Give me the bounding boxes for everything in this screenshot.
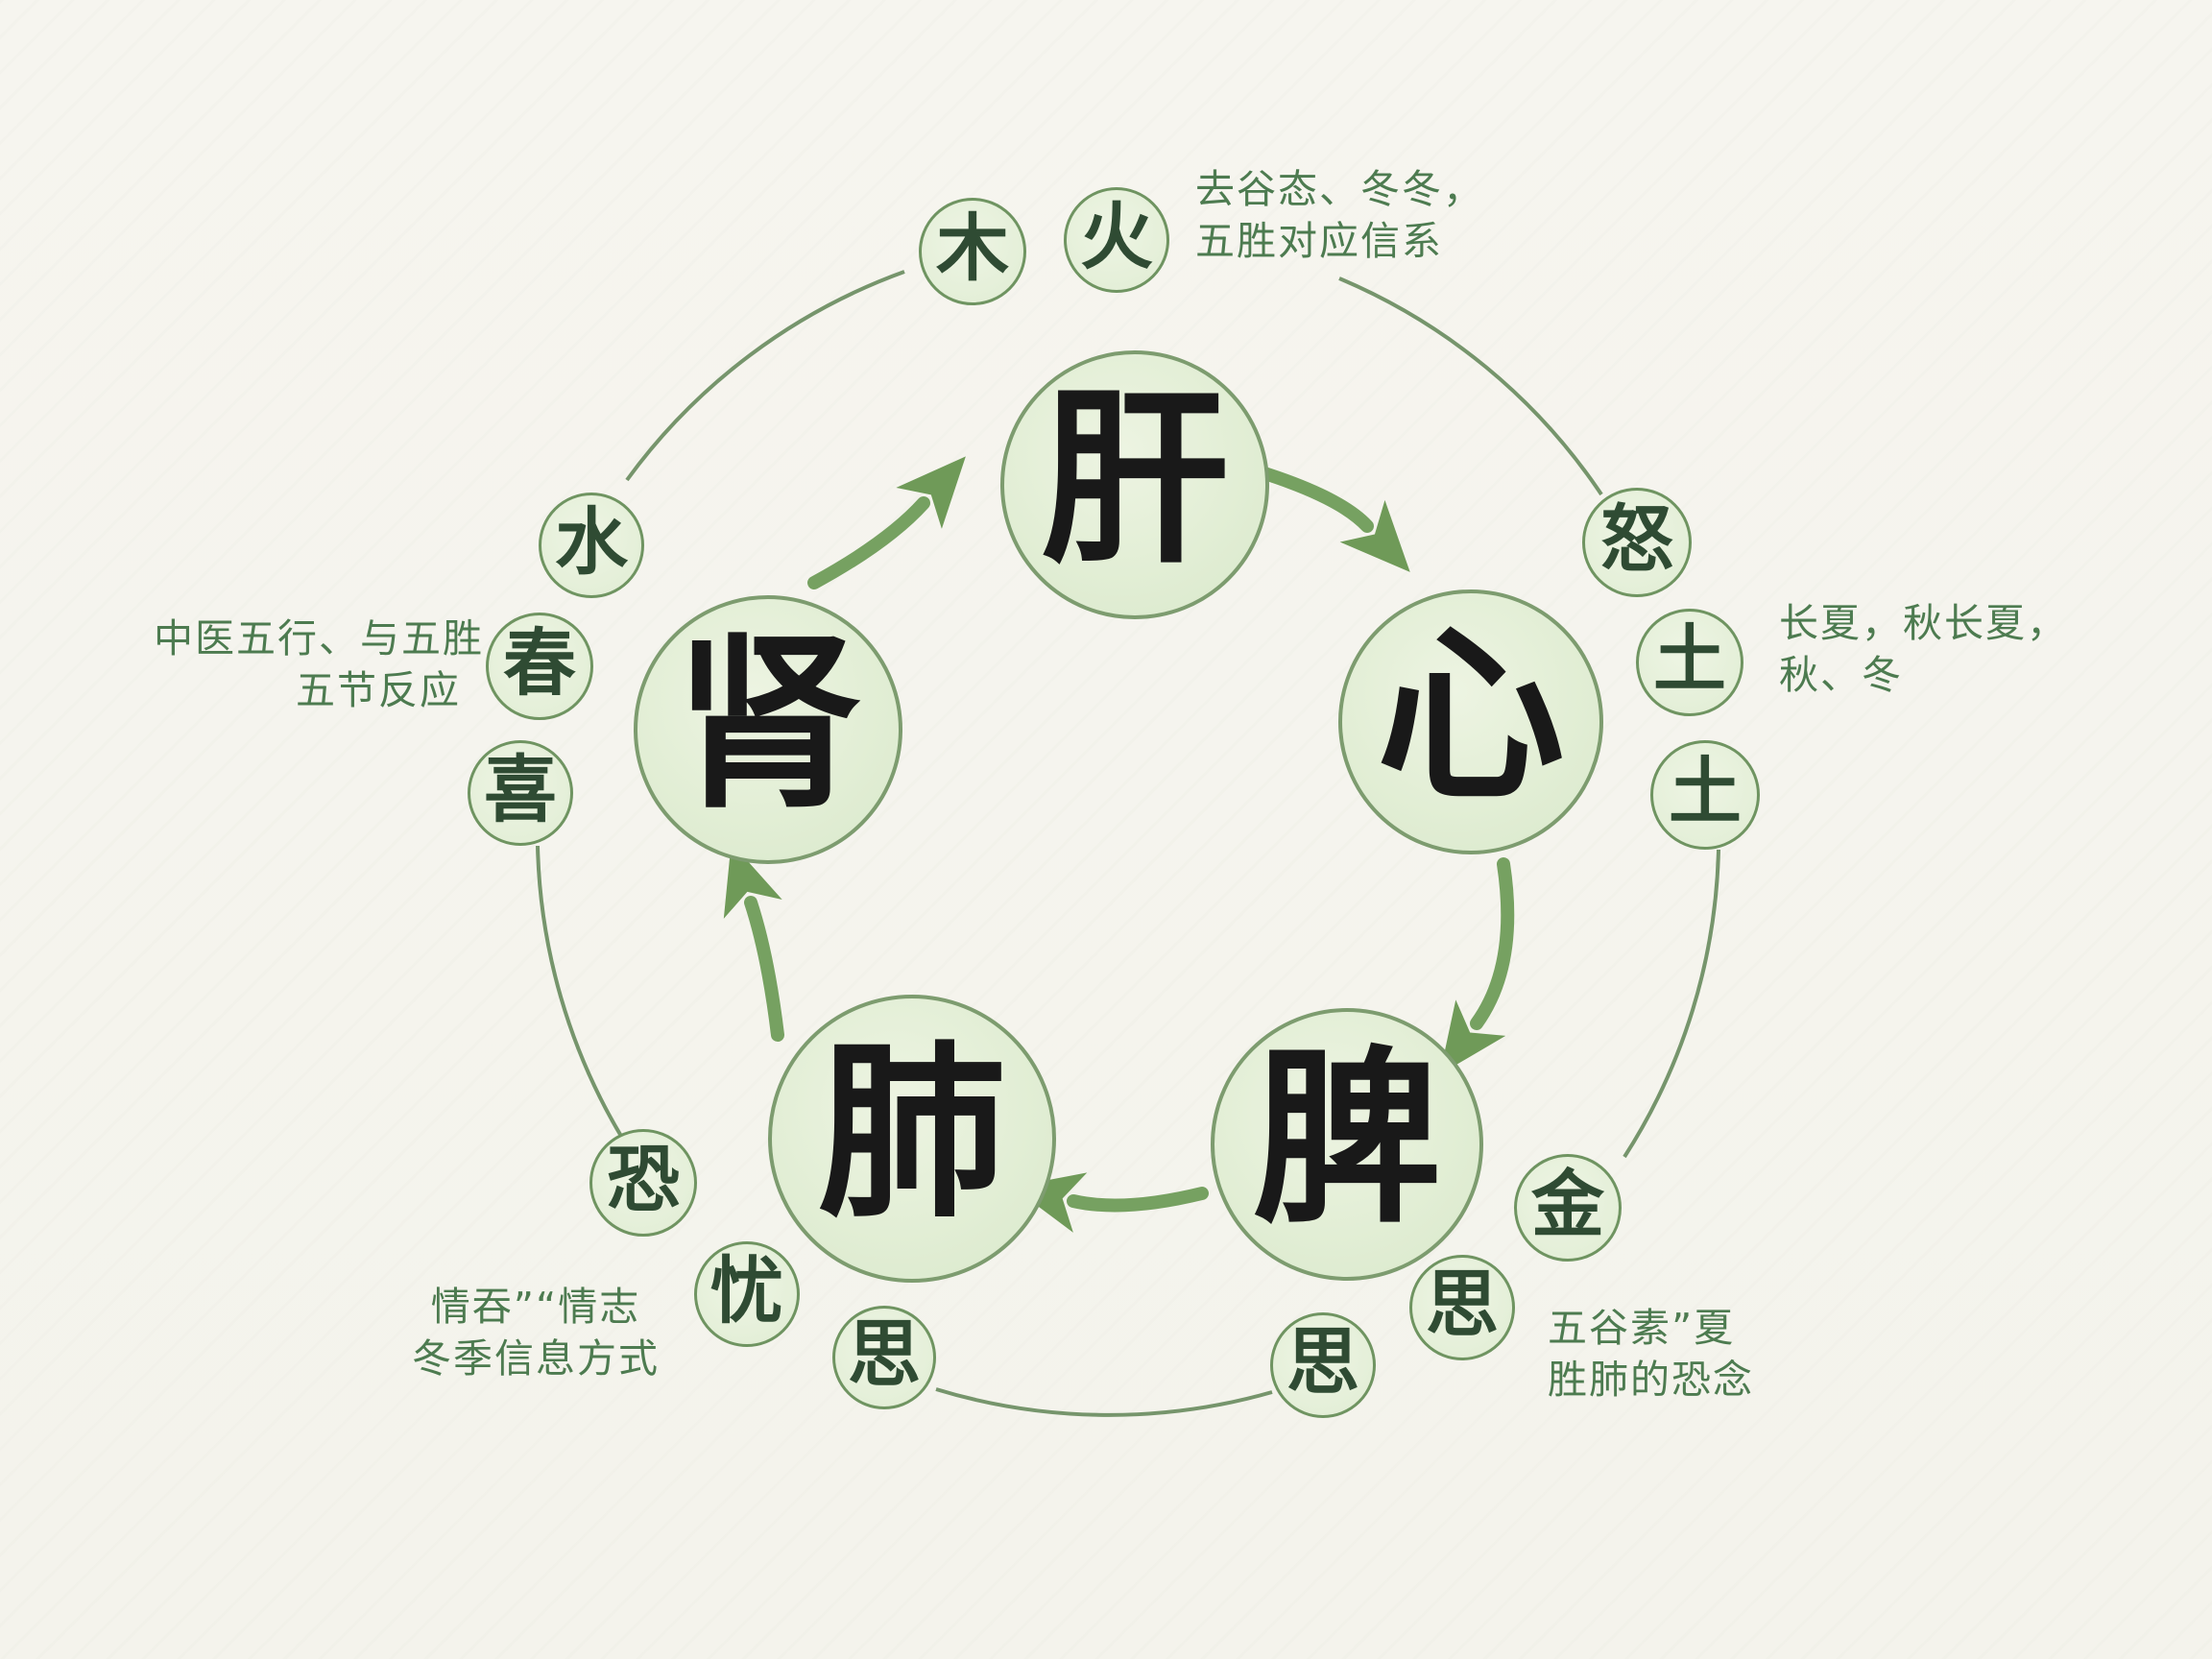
annotation-left-line2: 五节反应	[296, 667, 461, 714]
organ-circle-liver: 肝	[1000, 350, 1269, 619]
organ-circle-spleen: 脾	[1211, 1008, 1483, 1281]
satellite-char-metal: 金	[1531, 1162, 1604, 1247]
annotation-left-line1: 中医五行、与五胜	[154, 615, 484, 661]
organ-char-kidney: 肾	[673, 613, 862, 834]
organ-circle-heart: 心	[1338, 589, 1603, 854]
satellite-circle-earth-1: 土	[1636, 609, 1743, 716]
annotation-bottom-left: 情吞”“情志 冬季信息方式	[392, 1281, 680, 1384]
satellite-char-earth-1: 土	[1653, 616, 1726, 702]
arrow-heart-to-spleen	[1439, 857, 1515, 1075]
satellite-char-thought-left: 思	[848, 1311, 921, 1397]
organ-char-heart: 心	[1376, 606, 1565, 827]
organ-char-spleen: 脾	[1252, 1028, 1441, 1249]
satellite-char-fear: 恐	[607, 1137, 680, 1222]
arrow-kidney-to-liver	[807, 456, 966, 589]
satellite-circle-earth-2: 土	[1650, 740, 1760, 850]
annotation-top-line2: 五胜对应信系	[1195, 218, 1443, 265]
satellite-char-thought-right: 思	[1426, 1262, 1499, 1347]
annotation-bottom-right: 五谷素”夏 胜肺的恐念	[1548, 1302, 1754, 1406]
satellite-char-water: 水	[555, 499, 628, 585]
satellite-char-worry: 忧	[710, 1248, 783, 1334]
satellite-circle-metal: 金	[1514, 1154, 1622, 1262]
satellite-circle-spring: 春	[486, 613, 593, 720]
satellite-circle-wood: 木	[919, 198, 1026, 305]
arrow-lung-to-kidney	[723, 842, 784, 1042]
organ-circle-lung: 肺	[768, 995, 1056, 1283]
satellite-circle-thought-right: 思	[1409, 1255, 1515, 1360]
satellite-char-fire: 火	[1080, 194, 1153, 279]
satellite-circle-thought-mid: 思	[1270, 1312, 1376, 1418]
annotation-left: 中医五行、与五胜 五节反应	[154, 613, 484, 716]
arrow-spleen-to-lung	[1012, 1172, 1209, 1233]
annotation-top-line1: 去谷态、冬冬，	[1195, 166, 1484, 212]
annotation-right-line1: 长夏，秋长夏，	[1779, 600, 2068, 646]
satellite-char-spring: 春	[503, 620, 576, 706]
arrow-liver-to-heart	[1255, 466, 1410, 572]
satellite-circle-anger: 怒	[1582, 488, 1692, 597]
annotation-top: 去谷态、冬冬， 五胜对应信系	[1195, 163, 1484, 267]
satellite-circle-fear: 恐	[589, 1129, 697, 1237]
annotation-right-line2: 秋、冬	[1779, 652, 1903, 699]
satellite-circle-thought-left: 思	[832, 1306, 936, 1409]
annotation-bottom-right-line1: 五谷素”夏	[1548, 1305, 1736, 1351]
satellite-circle-water: 水	[539, 493, 644, 598]
satellite-char-anger: 怒	[1600, 496, 1673, 582]
organ-circle-kidney: 肾	[634, 595, 902, 864]
organ-char-liver: 肝	[1040, 369, 1229, 589]
annotation-bottom-left-line1: 情吞”“情志	[430, 1284, 641, 1330]
satellite-circle-joy: 喜	[468, 740, 573, 846]
satellite-char-thought-mid: 思	[1286, 1319, 1359, 1405]
annotation-bottom-right-line2: 胜肺的恐念	[1548, 1357, 1754, 1404]
organ-char-lung: 肺	[817, 1022, 1006, 1243]
outer-ring-arcs	[536, 270, 1720, 1417]
satellite-circle-fire: 火	[1064, 187, 1169, 293]
annotation-bottom-left-line2: 冬季信息方式	[412, 1335, 660, 1382]
annotation-right: 长夏，秋长夏， 秋、冬	[1779, 597, 2068, 701]
satellite-char-earth-2: 土	[1669, 749, 1742, 834]
satellite-circle-worry: 忧	[694, 1241, 800, 1347]
satellite-char-wood: 木	[936, 205, 1009, 291]
satellite-char-joy: 喜	[484, 747, 557, 832]
